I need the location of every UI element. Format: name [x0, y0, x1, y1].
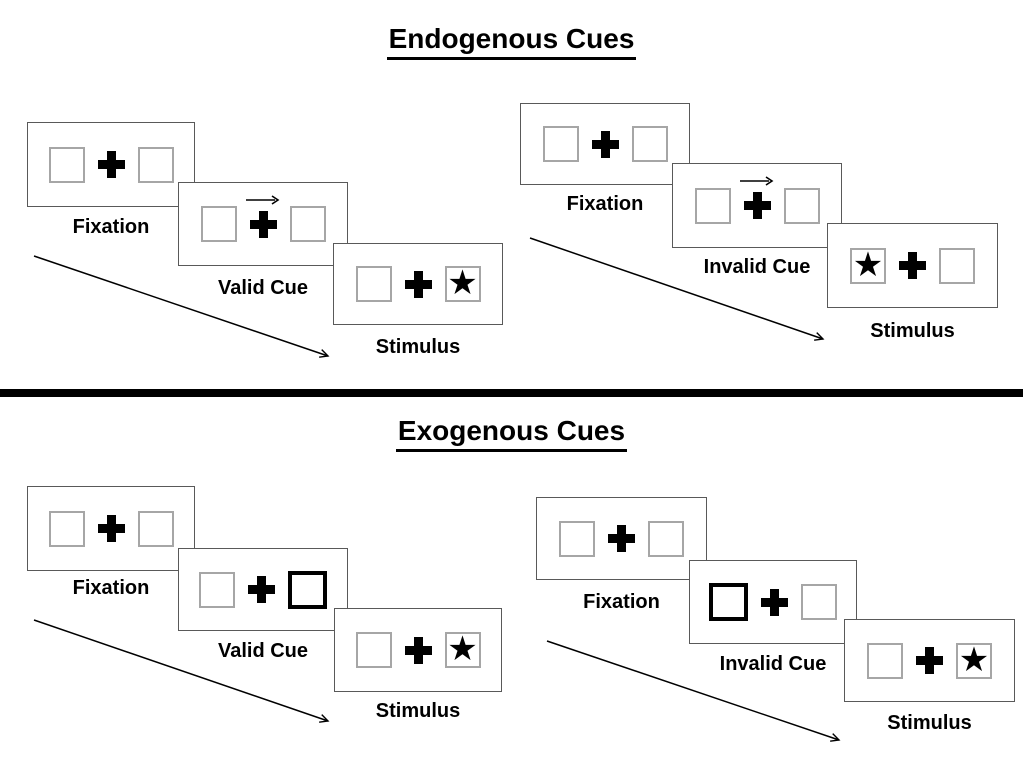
panel-label-fixation: Fixation: [72, 577, 150, 599]
panel-label-stimulus: Stimulus: [375, 700, 461, 722]
exogenous-valid-stimulus-panel: ★: [334, 608, 502, 692]
star-stimulus-icon: ★: [852, 247, 884, 284]
fixation-cross-icon: [97, 515, 125, 542]
section-divider: [0, 389, 1023, 397]
cue-arrow-right-icon: [740, 176, 774, 186]
timeline-arrow-exogenous-valid: [33, 619, 330, 723]
star-stimulus-icon: ★: [447, 266, 478, 302]
star-stimulus-icon: ★: [447, 632, 478, 668]
panel-label-fixation: Fixation: [72, 216, 150, 238]
left-placeholder-box: [48, 510, 85, 547]
left-placeholder-box: [694, 187, 731, 224]
fixation-cross-icon: [591, 130, 619, 158]
exogenous-section-title: Exogenous Cues: [0, 415, 1023, 452]
right-placeholder-box: [939, 247, 975, 284]
panel-label-stimulus: Stimulus: [887, 712, 972, 734]
timeline-arrow-endogenous-invalid: [529, 237, 825, 341]
panel-label-stimulus: Stimulus: [870, 320, 955, 342]
right-placeholder-box: [137, 510, 174, 547]
fixation-cross-icon: [404, 636, 432, 664]
left-placeholder-box: [542, 126, 579, 162]
exogenous-invalid-stimulus-panel: ★: [844, 619, 1015, 702]
right-stimulus-box: ★: [444, 266, 481, 302]
right-placeholder-box: [783, 187, 820, 224]
exogenous-invalid-cue-panel: [689, 560, 857, 644]
timeline-arrow-endogenous-valid: [33, 255, 330, 358]
left-placeholder-box: [199, 571, 235, 608]
endogenous-valid-fixation-panel: [27, 122, 195, 207]
panel-label-invalid-cue: Invalid Cue: [703, 256, 811, 278]
panel-label-fixation: Fixation: [583, 591, 660, 613]
fixation-cross-icon: [743, 192, 771, 219]
panel-label-stimulus: Stimulus: [375, 336, 461, 358]
left-placeholder-box: [48, 146, 85, 183]
fixation-cross-icon: [761, 588, 788, 616]
endogenous-section-title: Endogenous Cues: [0, 23, 1023, 60]
exogenous-valid-cue-panel: [178, 548, 348, 631]
left-placeholder-box: [867, 642, 903, 679]
section-title-text: Exogenous Cues: [395, 415, 628, 452]
endogenous-invalid-cue-panel: [672, 163, 842, 248]
section-title-text: Endogenous Cues: [386, 23, 637, 60]
right-stimulus-box: ★: [444, 632, 481, 668]
fixation-cross-icon: [404, 270, 432, 298]
left-placeholder-box: [200, 206, 237, 242]
right-placeholder-box: [137, 146, 174, 183]
star-stimulus-icon: ★: [958, 642, 990, 679]
fixation-cross-icon: [916, 647, 943, 674]
left-placeholder-box: [559, 520, 595, 557]
panel-label-valid-cue: Valid Cue: [217, 640, 309, 662]
endogenous-valid-stimulus-panel: ★: [333, 243, 503, 325]
fixation-cross-icon: [249, 210, 277, 238]
right-placeholder-box: [648, 520, 684, 557]
right-placeholder-box: [801, 584, 837, 620]
right-placeholder-box: [631, 126, 668, 162]
panel-label-fixation: Fixation: [566, 193, 644, 215]
fixation-cross-icon: [608, 525, 635, 552]
right-placeholder-box: [289, 206, 326, 242]
left-placeholder-box: [355, 632, 392, 668]
left-stimulus-box: ★: [850, 247, 886, 284]
left-placeholder-box: [355, 266, 392, 302]
exogenous-valid-fixation-panel: [27, 486, 195, 571]
peripheral-cue-box: [288, 570, 327, 609]
panel-label-valid-cue: Valid Cue: [217, 277, 309, 299]
right-stimulus-box: ★: [956, 642, 992, 679]
fixation-cross-icon: [899, 252, 926, 279]
fixation-cross-icon: [248, 576, 275, 603]
fixation-cross-icon: [97, 151, 125, 178]
peripheral-cue-box: [709, 583, 748, 621]
endogenous-invalid-fixation-panel: [520, 103, 690, 185]
cue-arrow-right-icon: [246, 194, 280, 205]
endogenous-invalid-stimulus-panel: ★: [827, 223, 998, 308]
exogenous-invalid-fixation-panel: [536, 497, 707, 580]
panel-label-invalid-cue: Invalid Cue: [719, 653, 827, 675]
endogenous-valid-cue-panel: [178, 182, 348, 266]
